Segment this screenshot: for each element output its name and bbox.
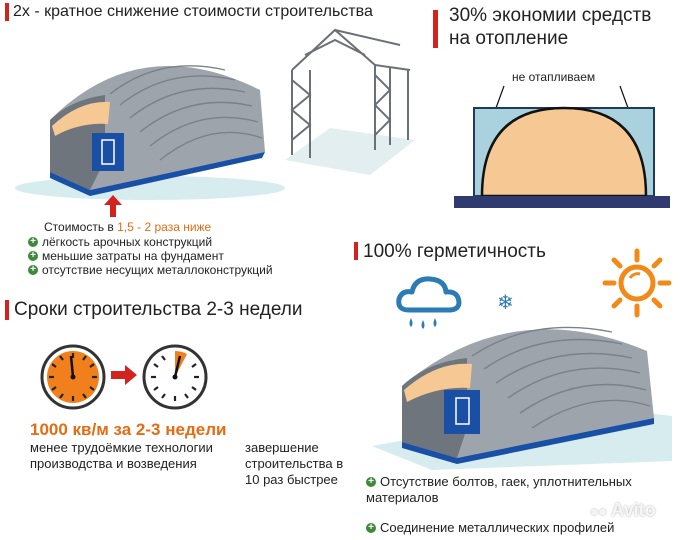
hangar-illustration-2	[372, 326, 672, 470]
cost-line: Стоимость в 1,5 - 2 раза ниже	[44, 220, 211, 234]
clock-short-icon	[142, 344, 208, 410]
section-title-timing: Сроки строительства 2-3 недели	[14, 299, 303, 320]
timing-left-text: менее трудоёмкие технологии производства…	[30, 440, 213, 471]
snowflake-icon: ❄	[497, 292, 514, 314]
plus-icon: +	[28, 236, 38, 247]
clock-full-icon	[40, 344, 106, 410]
section-title-cost: 2х - кратное снижение стоимости строител…	[13, 3, 373, 20]
list-item: +Отсутствие болтов, гаек, уплотнительных…	[366, 474, 632, 505]
plus-icon: +	[28, 264, 38, 275]
timing-highlight: 1000 кв/м за 2-3 недели	[30, 420, 227, 439]
sun-icon	[602, 248, 672, 318]
avito-logo-icon: ●●	[590, 503, 607, 519]
section-title-heating: 30% экономии средств на отопление	[449, 5, 652, 49]
hangar-illustration	[15, 65, 285, 200]
plus-icon: +	[366, 522, 376, 533]
accent-bar	[5, 3, 9, 21]
timing-right-text: завершение строительства в 10 раз быстре…	[245, 440, 344, 487]
section-title-hermetic: 100% герметичность	[363, 241, 546, 262]
plus-icon: +	[366, 476, 376, 487]
frame-building-illustration	[285, 28, 415, 175]
rain-cloud-icon	[396, 276, 462, 329]
list-item: +меньшие затраты на фундамент	[28, 249, 224, 263]
avito-watermark: ●● Avito	[590, 500, 656, 520]
cost-prefix: Стоимость в	[44, 220, 118, 234]
accent-bar	[5, 300, 9, 320]
plus-icon: +	[28, 250, 38, 261]
arrow-up-icon	[104, 195, 122, 217]
cost-highlight: 1,5 - 2 раза ниже	[117, 220, 212, 234]
list-item: +лёгкость арочных конструкций	[28, 235, 212, 249]
diagram-label: не отапливаем	[512, 70, 596, 84]
list-item: +отсутствие несущих металлоконструкций	[28, 263, 273, 277]
list-item: +Соединение металлических профилей	[366, 520, 614, 536]
heating-diagram	[454, 85, 670, 208]
divider	[433, 10, 438, 48]
accent-bar	[354, 242, 358, 260]
arrow-right-icon	[111, 365, 137, 385]
